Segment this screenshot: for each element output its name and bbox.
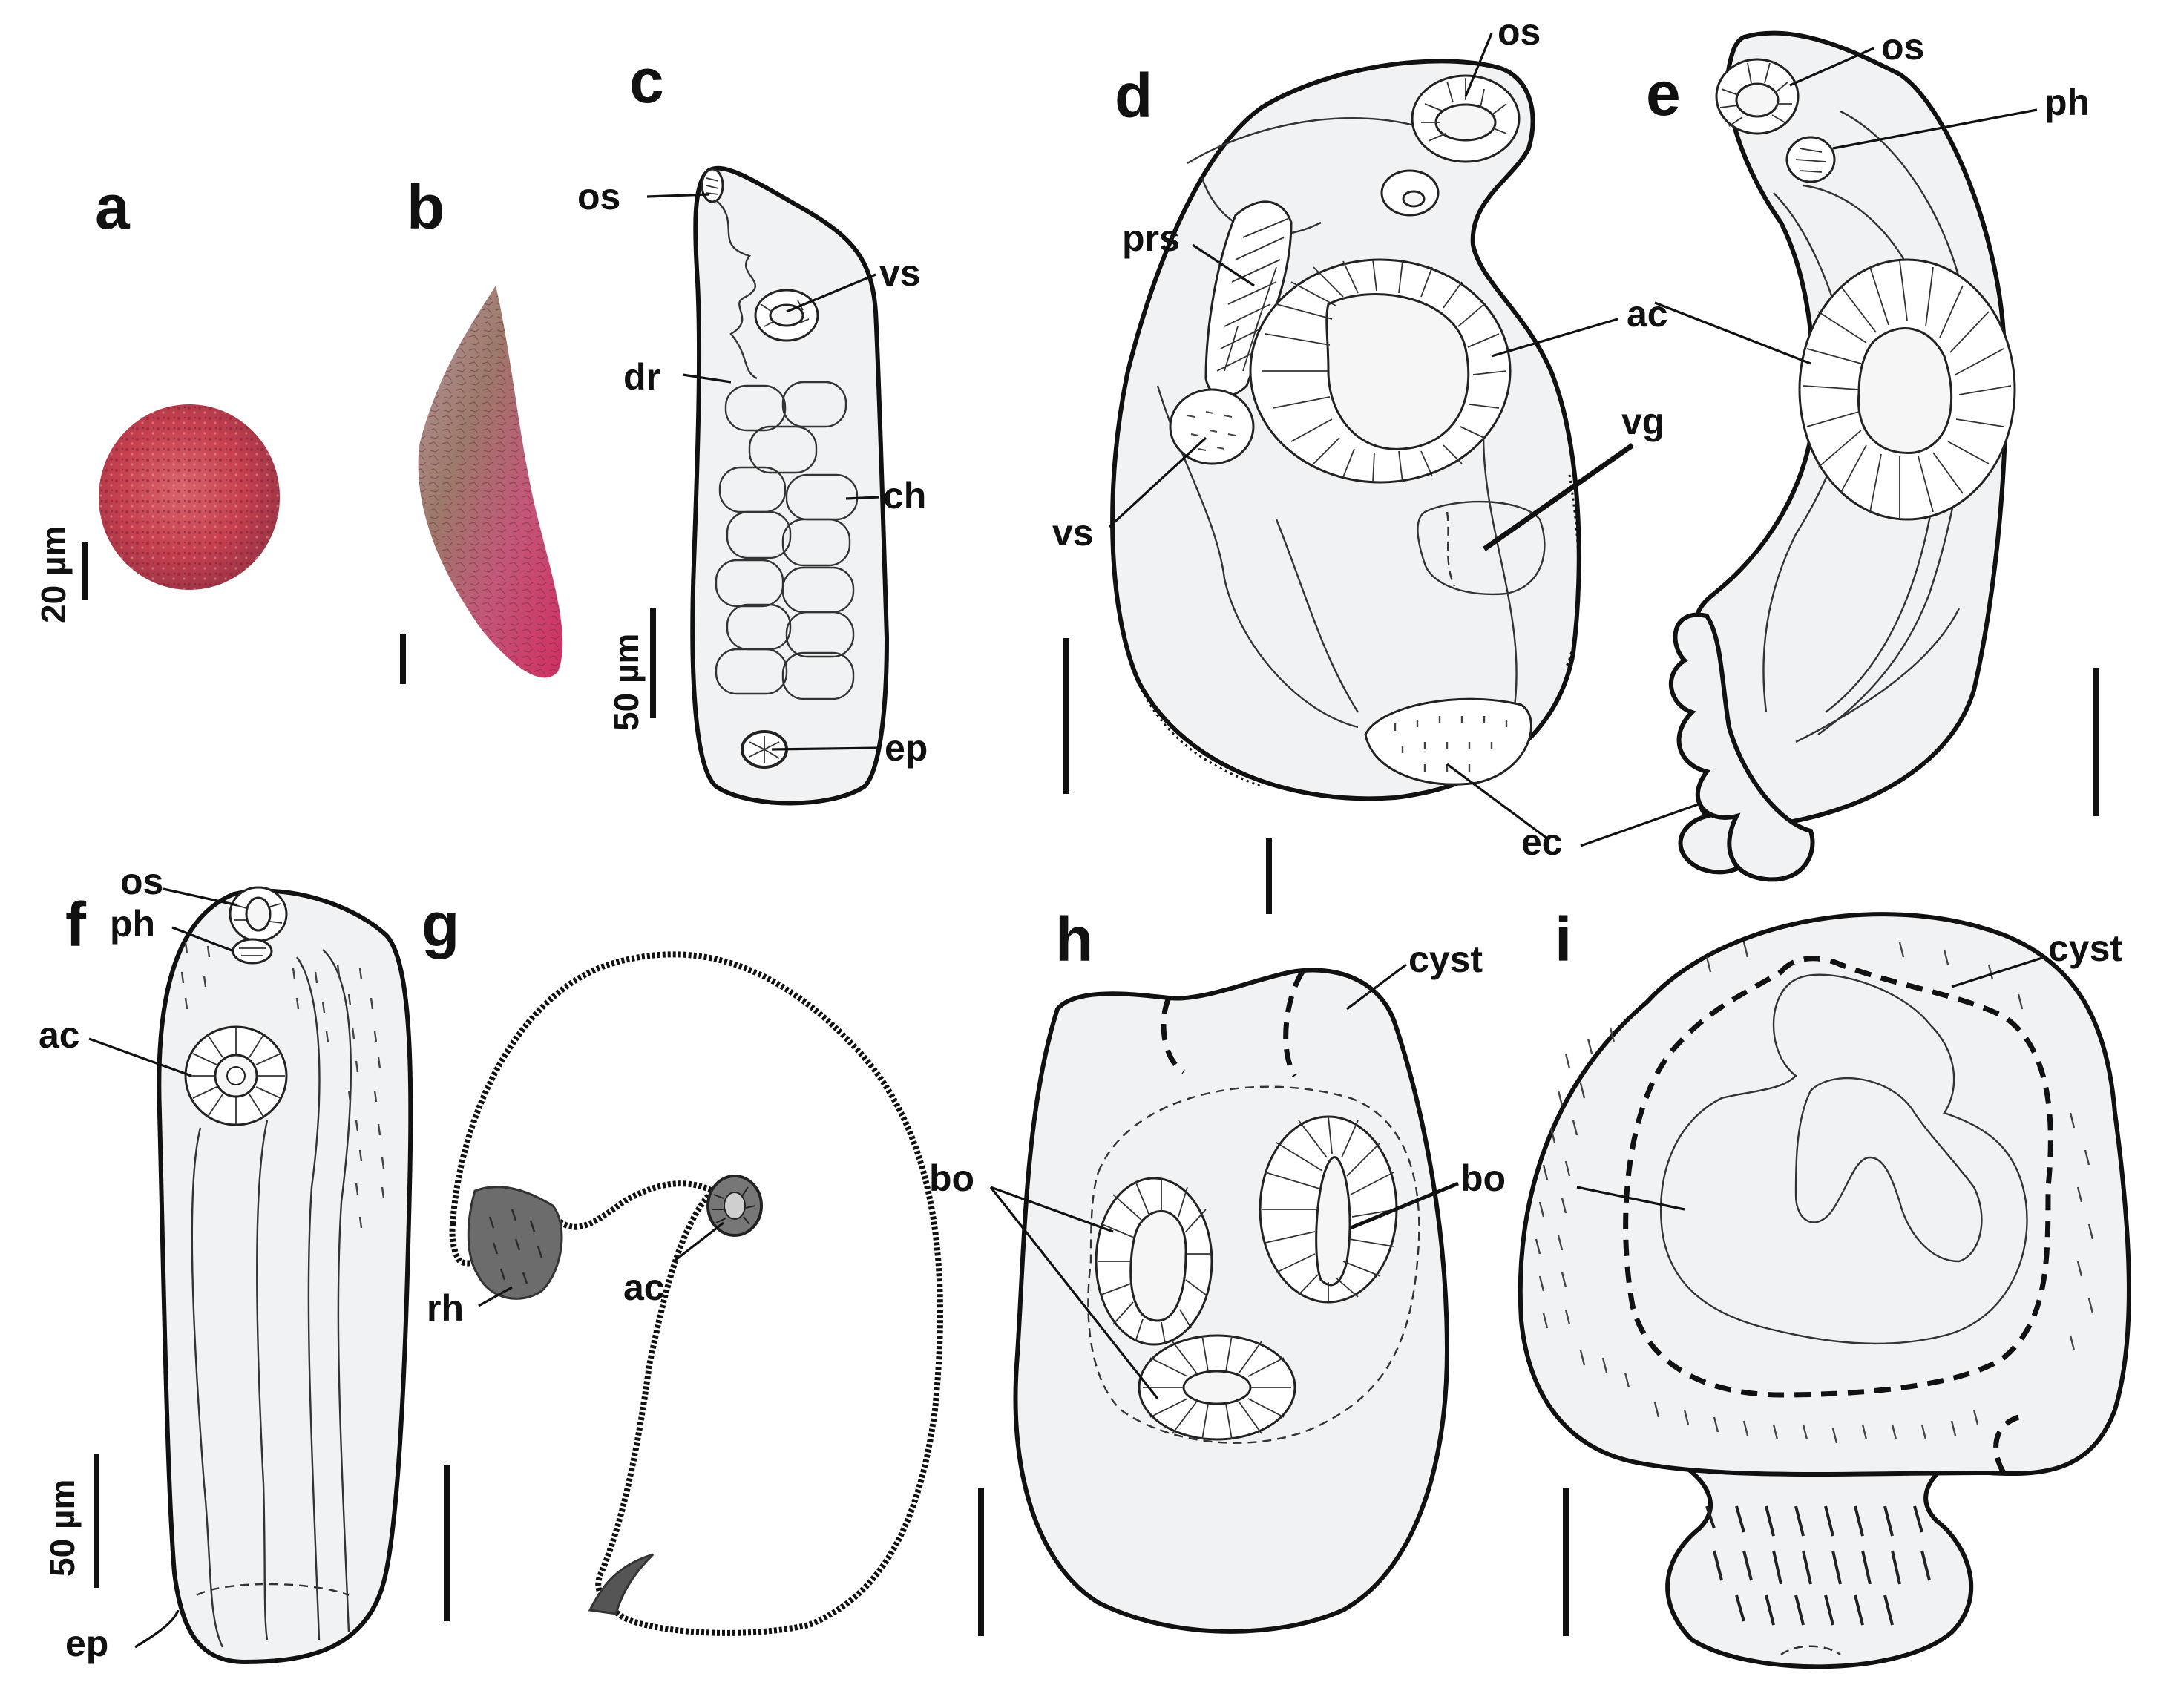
panel-c: c <box>577 46 928 806</box>
ventral-sucker-c <box>754 289 819 342</box>
label-vs-d: vs <box>1052 512 1094 554</box>
inner-worm-i <box>1659 973 2028 1345</box>
panel-a: a 20 µm <box>34 172 280 623</box>
panel-d: d <box>1052 11 1708 914</box>
panel-letter-e: e <box>1646 59 1681 128</box>
vitelline-gland-d <box>1417 500 1546 596</box>
panel-e: e os ph <box>1646 26 2099 882</box>
label-os-d: os <box>1498 11 1541 53</box>
panel-letter-f: f <box>65 890 87 959</box>
body-outline-g <box>449 951 943 1636</box>
scale-label-a: 20 µm <box>34 526 73 623</box>
bothridium-right-h <box>1259 1115 1398 1304</box>
panel-h: h cyst bo bo <box>929 904 1506 1636</box>
scale-label-f: 50 µm <box>43 1479 82 1577</box>
pharynx-e <box>1785 136 1836 183</box>
excretory-pore-c <box>741 730 788 769</box>
acetabulum-g <box>706 1175 763 1237</box>
label-ac-g: ac <box>623 1267 665 1308</box>
scale-label-c: 50 µm <box>607 634 646 731</box>
cells-c <box>715 381 859 700</box>
pharynx-f <box>232 938 273 965</box>
inner-worm-h <box>1087 1085 1420 1444</box>
label-cyst-i: cyst <box>2048 927 2122 969</box>
panel-b: b <box>400 172 563 684</box>
label-bo-h: bo <box>929 1157 974 1199</box>
panel-letter-h: h <box>1055 904 1093 974</box>
label-rh-g: rh <box>427 1287 464 1329</box>
acetabulum-e <box>1798 258 2016 521</box>
oral-sucker-f <box>229 886 288 942</box>
panel-letter-i: i <box>1555 904 1572 974</box>
bothridium-bottom-h <box>1138 1334 1296 1441</box>
label-os-e: os <box>1881 26 1924 68</box>
label-ac-f: ac <box>39 1014 80 1056</box>
panel-letter-g: g <box>422 890 459 959</box>
panel-letter-c: c <box>629 46 664 116</box>
panel-i: i cyst <box>1518 904 2131 1669</box>
label-ec-de: ec <box>1521 821 1563 863</box>
pharynx-d <box>1380 169 1440 217</box>
excretory-cup-d <box>1364 697 1532 786</box>
panel-f: f os ph ac ep 50 µm <box>39 861 413 1665</box>
panel-letter-d: d <box>1115 61 1152 131</box>
prostatic-region-d <box>1204 200 1293 398</box>
oral-sucker-e <box>1715 58 1800 135</box>
acetabulum-f <box>184 1025 288 1126</box>
label-ch-c: ch <box>883 475 926 516</box>
rhabdite-cluster-g <box>467 1186 563 1300</box>
label-vg-d: vg <box>1621 401 1664 442</box>
photo-worm-b <box>418 286 563 678</box>
label-cyst-h: cyst <box>1408 939 1483 980</box>
panel-letter-b: b <box>407 172 445 242</box>
acetabulum-d <box>1249 258 1512 484</box>
label-ph-e: ph <box>2044 82 2090 123</box>
cyst-outline-i <box>1518 912 2131 1477</box>
panel-g: g rh ac <box>422 890 943 1636</box>
label-ac-d: ac <box>1627 293 1668 335</box>
label-ep-f: ep <box>65 1623 108 1664</box>
panel-letter-a: a <box>95 172 131 242</box>
oral-sucker-d <box>1411 74 1521 163</box>
label-prs-d: prs <box>1122 217 1180 259</box>
label-os-c: os <box>577 176 620 217</box>
label-os-f: os <box>120 861 163 902</box>
label-ep-c: ep <box>885 727 928 769</box>
photo-cyst-a <box>99 404 280 590</box>
bothridium-left-h <box>1095 1177 1213 1346</box>
oral-sucker-c <box>701 168 724 203</box>
label-bo-hi: bo <box>1460 1157 1506 1199</box>
label-dr-c: dr <box>623 356 660 398</box>
label-ph-f: ph <box>110 903 155 945</box>
label-vs-c: vs <box>879 252 921 294</box>
ventral-sucker-d <box>1169 388 1255 465</box>
